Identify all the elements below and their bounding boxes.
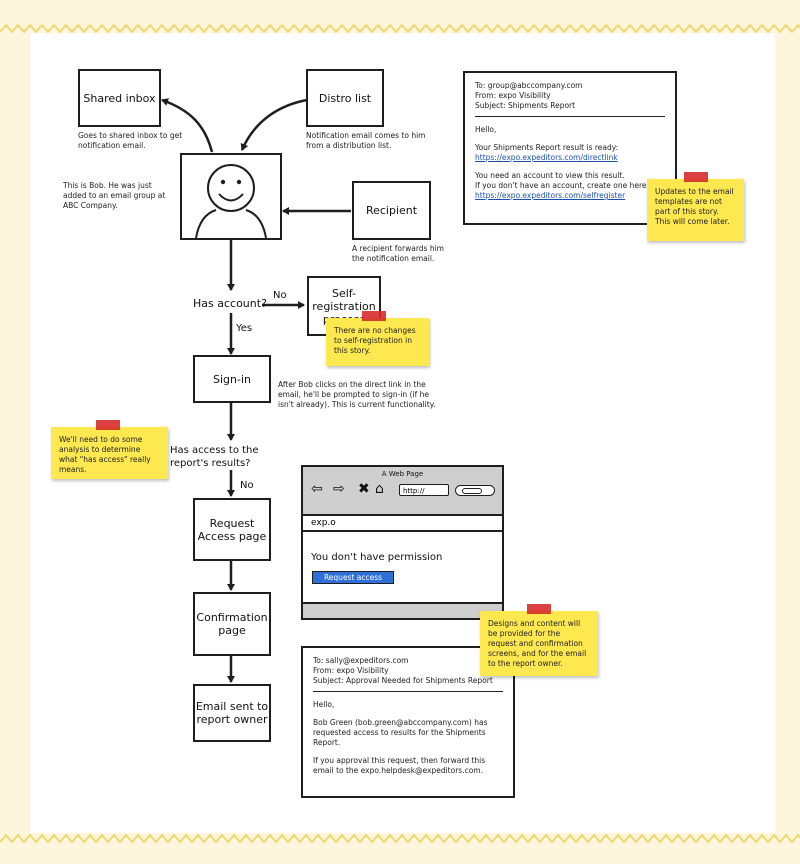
sticky-email-templates-text: Updates to the email templates are not p… xyxy=(655,187,734,226)
email1-no-account-text: If you don't have an account, create one… xyxy=(475,181,650,190)
browser-title: A Web Page xyxy=(381,470,424,478)
email-approval-mockup: To: sally@expeditors.com From: expo Visi… xyxy=(301,646,515,798)
sticky-has-access: We'll need to do some analysis to determ… xyxy=(51,427,168,479)
browser-toolbar: A Web Page ⇦ ⇨ ✖ ⌂ http:// xyxy=(303,467,502,516)
sticky-self-registration: There are no changes to self-registratio… xyxy=(326,318,429,366)
email2-subject: Subject: Approval Needed for Shipments R… xyxy=(313,676,493,685)
arrow-bob-to-shared-inbox xyxy=(161,98,214,153)
sticky-designs-tape xyxy=(527,604,551,614)
node-email-sent-label: Email sent to report owner xyxy=(195,700,269,726)
top-zigzag-border xyxy=(0,23,800,34)
sticky-designs: Designs and content will be provided for… xyxy=(480,611,598,676)
node-confirmation-page-label: Confirmation page xyxy=(196,611,268,637)
node-recipient: Recipient xyxy=(352,181,431,240)
email1-direct-link[interactable]: https://expo.expeditors.com/directlink xyxy=(475,153,618,162)
node-distro-list-label: Distro list xyxy=(318,91,372,105)
close-icon[interactable]: ✖ xyxy=(358,481,370,497)
sticky-has-access-tape xyxy=(96,420,120,430)
bob-person-icon xyxy=(195,164,267,238)
edge-label-no-access: No xyxy=(240,480,254,491)
node-request-access-page: Request Access page xyxy=(193,498,271,561)
search-field-slot xyxy=(462,488,482,494)
forward-arrow-icon[interactable]: ⇨ xyxy=(333,481,345,497)
email2-greeting: Hello, xyxy=(313,700,335,709)
app-header: exp.o xyxy=(303,514,502,532)
email2-to: To: sally@expeditors.com xyxy=(313,656,409,665)
email1-subject: Subject: Shipments Report xyxy=(475,101,576,110)
edge-label-yes-account: Yes xyxy=(236,323,253,334)
sticky-has-access-text: We'll need to do some analysis to determ… xyxy=(59,435,151,474)
email1-need-account-text: You need an account to view this result. xyxy=(475,171,625,180)
email1-selfregister-link[interactable]: https://expo.expeditors.com/selfregister xyxy=(475,191,626,200)
sticky-self-registration-text: There are no changes to self-registratio… xyxy=(334,326,416,355)
node-recipient-label: Recipient xyxy=(365,204,418,217)
search-field[interactable] xyxy=(455,485,495,496)
node-sign-in-label: Sign-in xyxy=(213,372,251,386)
email1-divider xyxy=(475,116,665,117)
email1-to: To: group@abccompany.com xyxy=(475,81,583,90)
node-request-access-page-label: Request Access page xyxy=(197,516,267,543)
note-shared-inbox: Goes to shared inbox to get notification… xyxy=(78,131,183,150)
email1-ready-text: Your Shipments Report result is ready: xyxy=(475,143,619,152)
decision-has-access: Has access to the report's results? xyxy=(170,445,259,469)
note-recipient: A recipient forwards him the notificatio… xyxy=(352,244,444,263)
sticky-designs-text: Designs and content will be provided for… xyxy=(488,619,587,668)
node-shared-inbox-label: Shared inbox xyxy=(83,91,156,105)
sticky-email-templates: Updates to the email templates are not p… xyxy=(647,179,744,241)
sticky-email-templates-tape xyxy=(684,172,708,182)
email1-from: From: expo Visibility xyxy=(475,91,551,100)
note-bob: This is Bob. He was just added to an ema… xyxy=(63,181,166,210)
address-bar[interactable]: http:// xyxy=(399,484,449,496)
browser-mockup: A Web Page ⇦ ⇨ ✖ ⌂ http:// exp.o You don… xyxy=(301,465,504,620)
request-access-button[interactable]: Request access xyxy=(312,571,394,584)
permission-message: You don't have permission xyxy=(311,552,443,563)
back-arrow-icon[interactable]: ⇦ xyxy=(311,481,323,497)
node-distro-list: Distro list xyxy=(306,69,384,127)
node-sign-in: Sign-in xyxy=(193,355,271,403)
edge-label-no-account: No xyxy=(273,290,287,301)
note-sign-in: After Bob clicks on the direct link in t… xyxy=(278,380,436,409)
email-notification-mockup: To: group@abccompany.com From: expo Visi… xyxy=(463,71,677,225)
email2-request-text: Bob Green (bob.green@abccompany.com) has… xyxy=(313,718,488,747)
bottom-zigzag-border xyxy=(0,833,800,844)
browser-footer xyxy=(303,602,502,618)
node-shared-inbox: Shared inbox xyxy=(78,69,161,127)
node-email-sent: Email sent to report owner xyxy=(193,684,271,742)
arrow-distro-to-bob xyxy=(240,98,308,151)
decision-has-account: Has account? xyxy=(193,297,267,310)
node-confirmation-page: Confirmation page xyxy=(193,592,271,656)
sticky-self-registration-tape xyxy=(362,311,386,321)
home-icon[interactable]: ⌂ xyxy=(375,481,384,497)
bob-avatar-frame xyxy=(180,153,282,240)
note-distro-list: Notification email comes to him from a d… xyxy=(306,131,426,150)
email2-from: From: expo Visibility xyxy=(313,666,389,675)
email2-divider xyxy=(313,691,503,692)
email2-forward-text: If you approval this request, then forwa… xyxy=(313,756,486,775)
email1-greeting: Hello, xyxy=(475,125,497,134)
